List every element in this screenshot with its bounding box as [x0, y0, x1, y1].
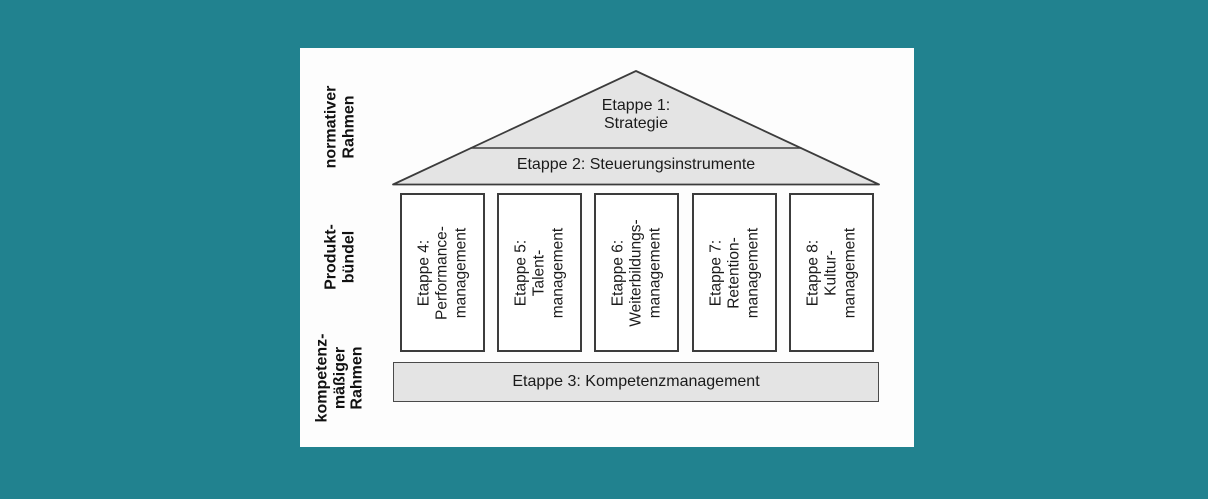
roof-triangle [392, 70, 880, 186]
row-label-normative-frame-text: normativer Rahmen [322, 85, 357, 169]
diagram-panel: Etappe 1: Strategie Etappe 2: Steuerungs… [300, 48, 914, 447]
roof-shape [392, 70, 880, 186]
pillar-etappe5: Etappe 5: Talent- management [497, 193, 582, 352]
pillar-etappe6-label: Etappe 6: Weiterbildungs- management [609, 218, 663, 327]
pillar-etappe8: Etappe 8: Kultur- management [789, 193, 874, 352]
base-bar-label: Etappe 3: Kompetenzmanagement [512, 373, 760, 390]
row-label-product-bundle-text: Produkt- bündel [322, 224, 357, 290]
pillar-etappe4-label: Etappe 4: Performance- management [415, 225, 469, 320]
base-bar: Etappe 3: Kompetenzmanagement [393, 362, 879, 402]
row-label-competence-frame: kompetenz- mäßiger Rahmen [275, 313, 405, 443]
pillar-etappe7: Etappe 7: Retention- management [692, 193, 777, 352]
row-label-product-bundle: Produkt- bündel [275, 192, 405, 322]
pillar-etappe5-label: Etappe 5: Talent- management [512, 227, 566, 318]
pillar-etappe4: Etappe 4: Performance- management [400, 193, 485, 352]
row-label-normative-frame: normativer Rahmen [275, 62, 405, 192]
pillar-etappe7-label: Etappe 7: Retention- management [707, 227, 761, 318]
pillar-etappe6: Etappe 6: Weiterbildungs- management [594, 193, 679, 352]
row-label-competence-frame-text: kompetenz- mäßiger Rahmen [313, 333, 366, 423]
roof-etappe1-label: Etappe 1: Strategie [601, 97, 671, 133]
pillar-etappe8-label: Etappe 8: Kultur- management [804, 227, 858, 318]
roof-etappe2-label: Etappe 2: Steuerungsinstrumente [516, 156, 756, 173]
